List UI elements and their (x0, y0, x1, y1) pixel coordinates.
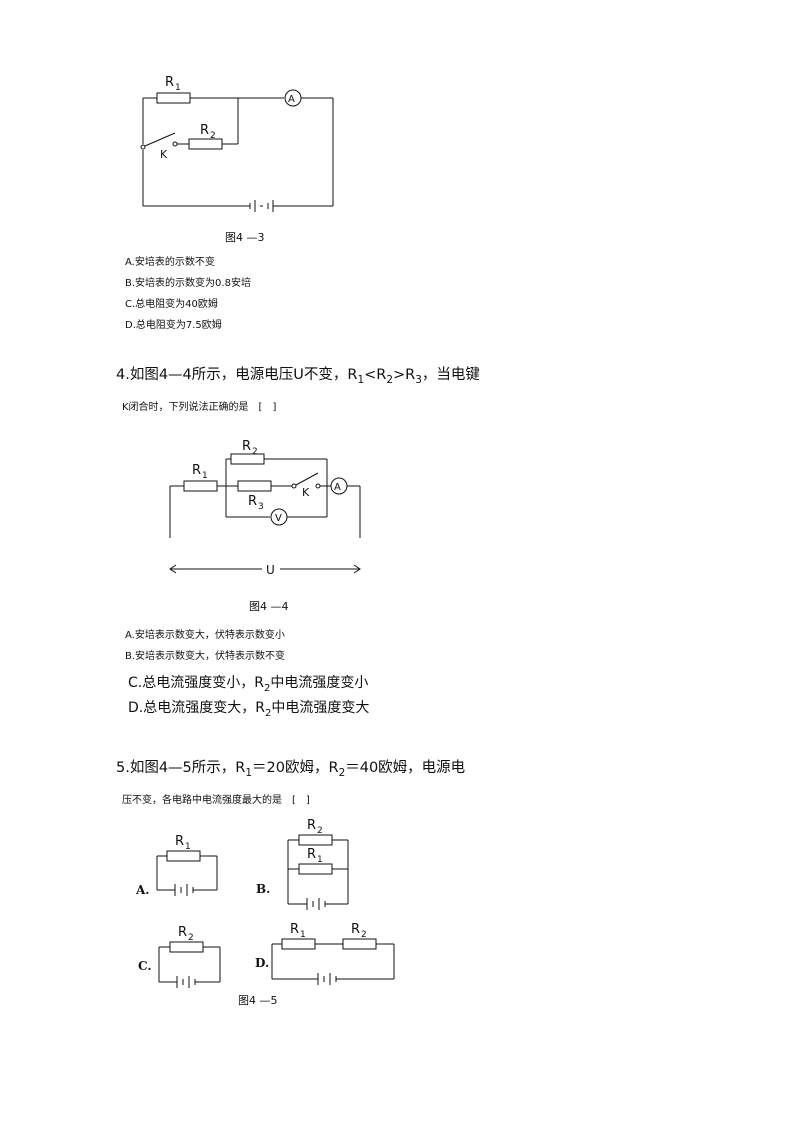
q4-option-d: D.总电流强度变大，R2中电流强度变大 (128, 700, 370, 719)
figure-4-5-caption: 图4 —5 (238, 994, 278, 1007)
label-r2-sub: 2 (252, 447, 258, 457)
q3-option-c: C.总电阻变为40欧姆 (125, 299, 218, 310)
label-k: K (302, 486, 310, 499)
label-r2-sub: 2 (210, 131, 216, 141)
label-b-r1: R (307, 847, 316, 862)
label-r2: R (242, 439, 251, 454)
q5-question-line1: 5.如图4—5所示，R1＝20欧姆，R2＝40欧姆，电源电 (116, 760, 466, 779)
label-d-r2: R (351, 922, 360, 937)
q5-question-line2: 压不变，各电路中电流强度最大的是 [ ] (122, 795, 310, 806)
label-c-r2-sub: 2 (188, 933, 194, 943)
figure-4-4-caption: 图4 —4 (249, 600, 289, 613)
figure-4-3-caption: 图4 —3 (225, 231, 265, 244)
circuit-c-label: C. (138, 959, 152, 973)
circuit-d (271, 938, 395, 985)
q3-option-a: A.安培表的示数不变 (125, 257, 215, 268)
q3-option-d: D.总电阻变为7.5欧姆 (125, 320, 222, 331)
q4-option-c: C.总电流强度变小，R2中电流强度变小 (128, 675, 369, 694)
circuit-b-label: B. (256, 882, 270, 896)
label-b-r1-sub: 1 (317, 855, 323, 865)
label-c-r2: R (178, 925, 187, 940)
label-r3: R (248, 494, 257, 509)
label-r1: R (165, 75, 174, 90)
q4-option-b: B.安培表示数变大，伏特表示数不变 (125, 651, 286, 662)
label-ammeter: A (288, 94, 295, 105)
label-d-r1-sub: 1 (300, 930, 306, 940)
circuit-a-label: A. (135, 883, 150, 897)
label-a-r1-sub: 1 (185, 842, 191, 852)
circuit-c (158, 941, 221, 988)
q4-question-line2: K闭合时，下列说法正确的是 [ ] (122, 402, 277, 413)
label-a-r1: R (175, 834, 184, 849)
label-ammeter: A (334, 482, 341, 493)
q3-option-b: B.安培表的示数变为0.8安培 (125, 278, 251, 289)
label-voltmeter: V (275, 513, 282, 524)
label-u: U (266, 563, 275, 577)
q4-question-line1: 4.如图4—4所示，电源电压U不变，R1<R2>R3，当电键 (116, 367, 480, 386)
circuit-b (287, 834, 349, 910)
label-r3-sub: 3 (258, 502, 264, 512)
circuit-d-label: D. (255, 956, 269, 970)
label-d-r2-sub: 2 (361, 930, 367, 940)
label-b-r2-sub: 2 (317, 826, 323, 836)
label-r1-sub: 1 (202, 471, 208, 481)
label-r1-sub: 1 (175, 83, 181, 93)
circuit-a (156, 850, 218, 896)
label-r1: R (192, 463, 201, 478)
label-r2: R (200, 123, 209, 138)
q4-option-a: A.安培表示数变大，伏特表示数变小 (125, 630, 285, 641)
label-d-r1: R (290, 922, 299, 937)
label-k: K (160, 148, 168, 161)
label-b-r2: R (307, 818, 316, 833)
